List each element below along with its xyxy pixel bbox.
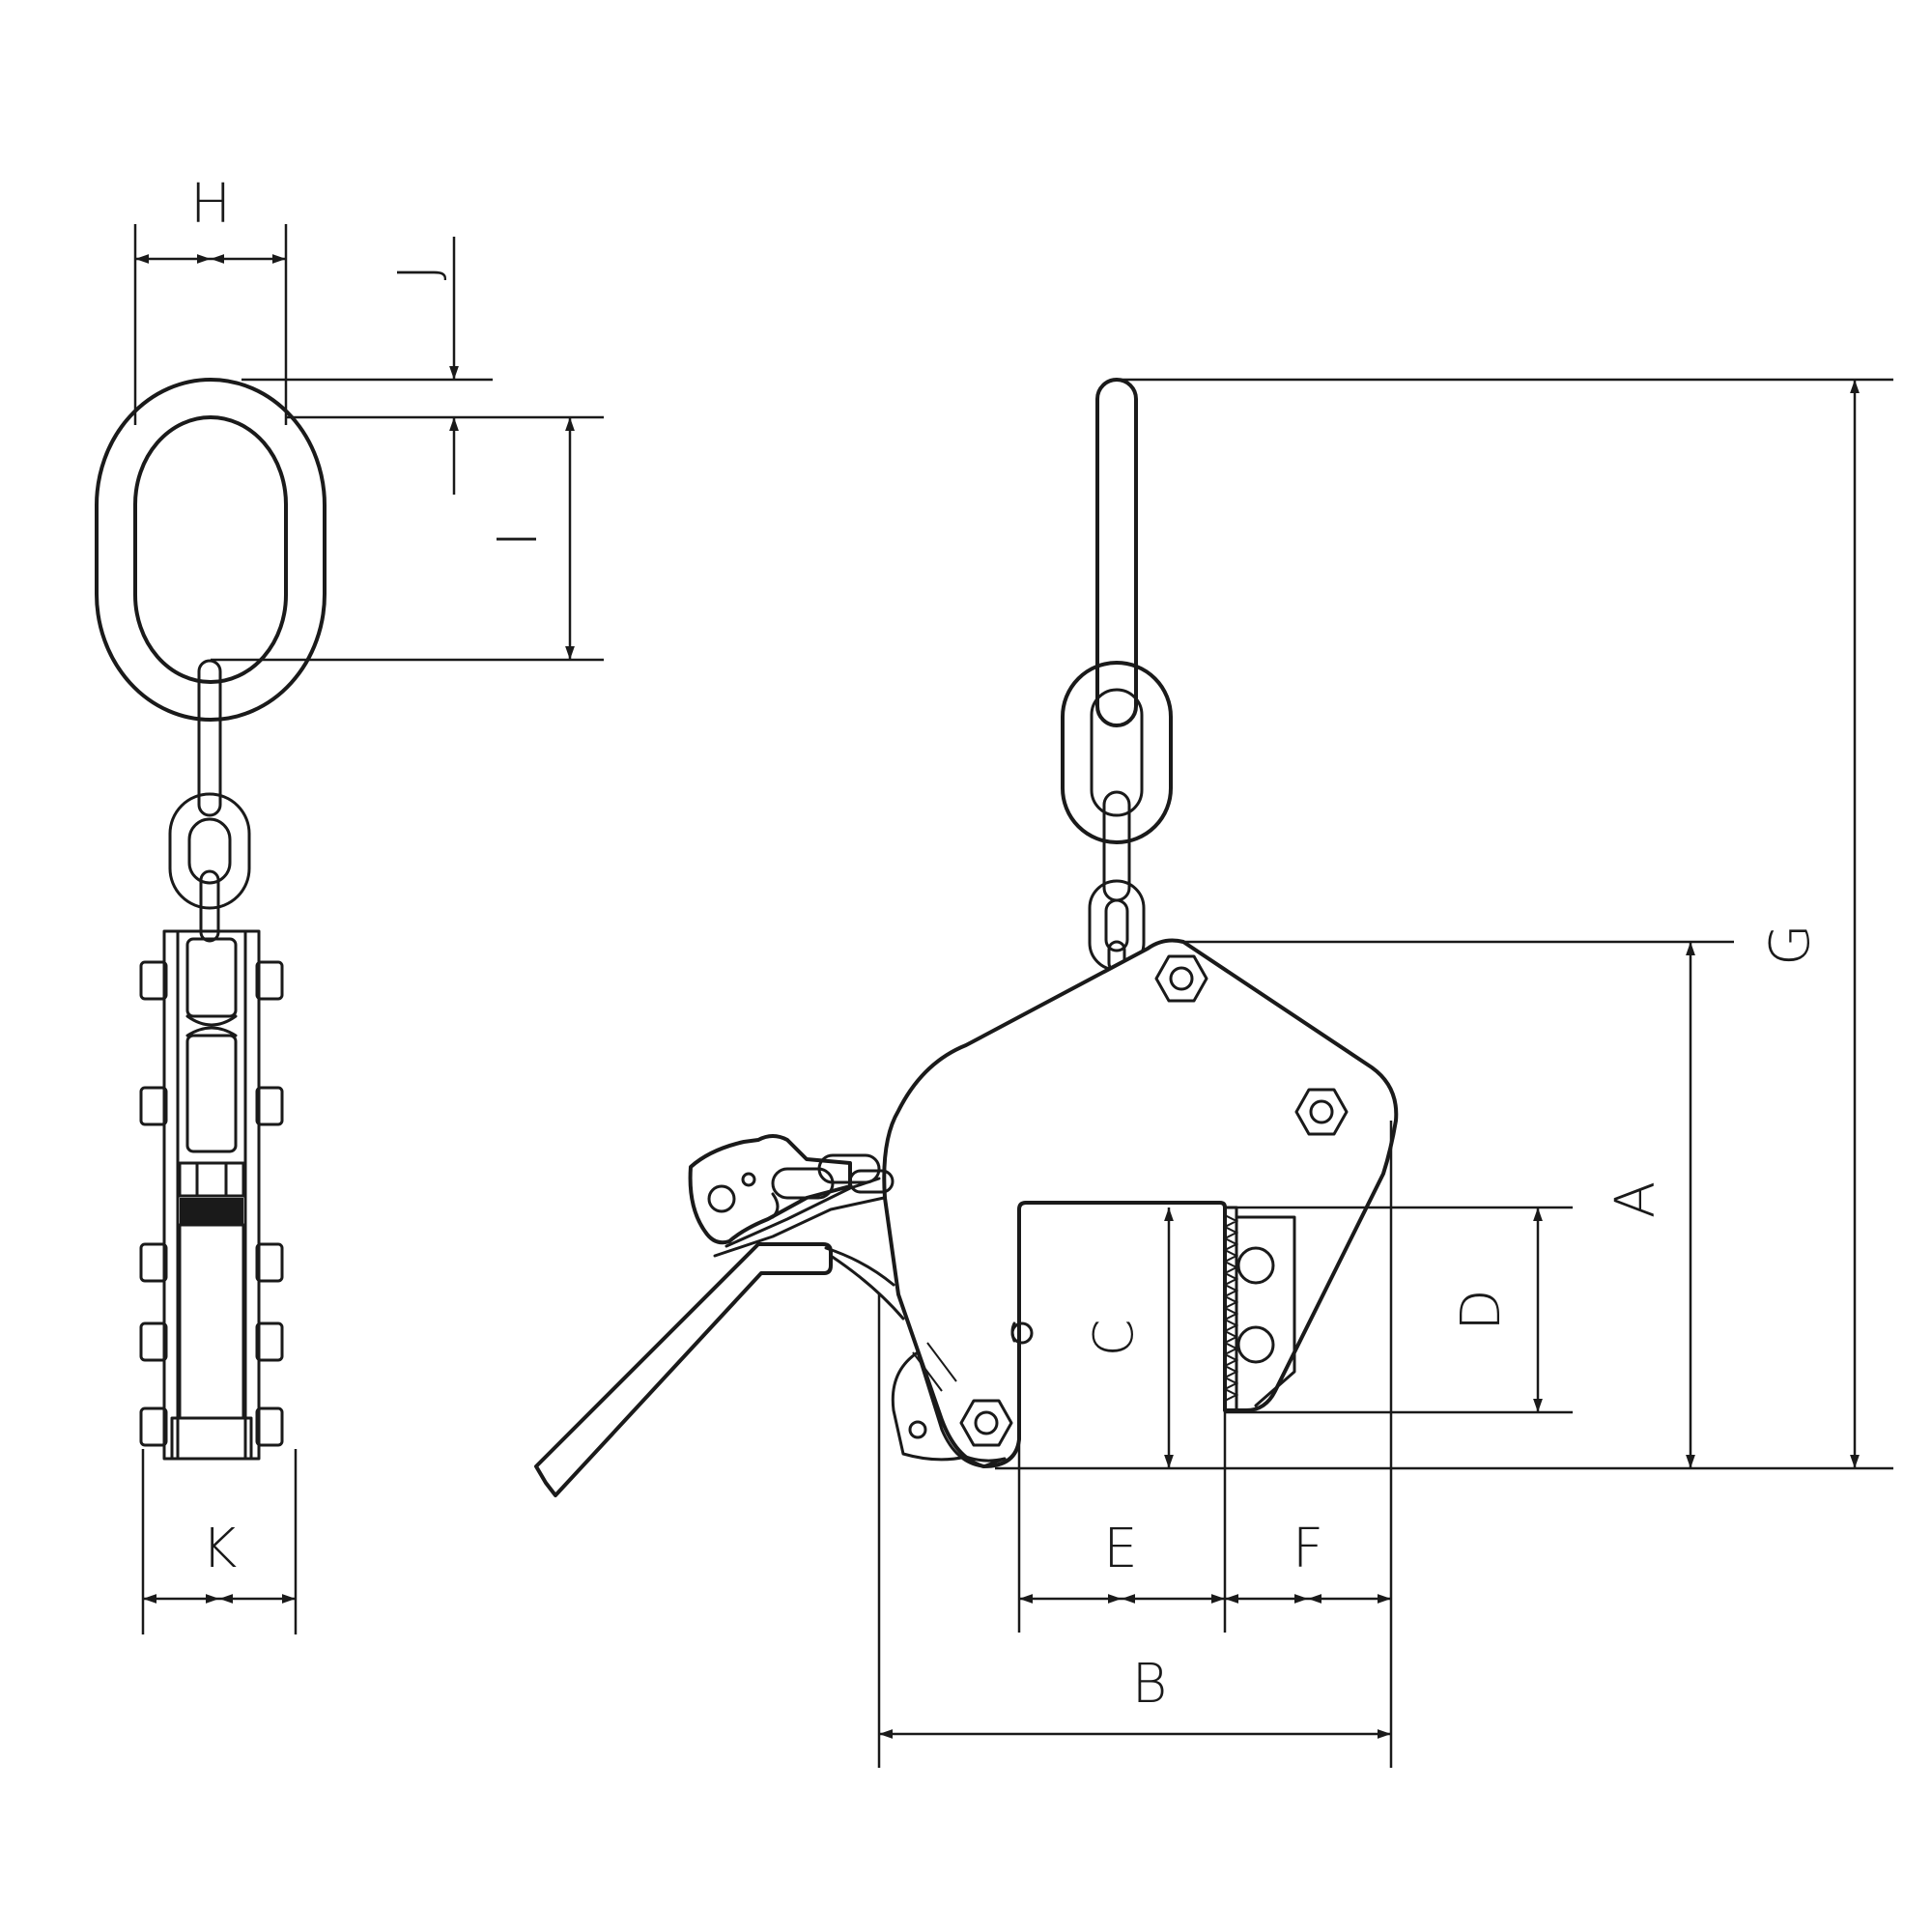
front-view: G A C D E	[534, 378, 1893, 1768]
dimension-c: C	[1083, 1208, 1174, 1468]
label-d: D	[1450, 1289, 1513, 1330]
label-g: G	[1759, 923, 1822, 965]
dimension-j: J	[242, 237, 604, 495]
top-link	[1095, 378, 1138, 727]
clamp-body	[882, 938, 1399, 1468]
clamp-side-body	[139, 929, 284, 1461]
label-f: F	[1293, 1518, 1323, 1580]
dimension-h: H	[133, 173, 288, 425]
dimension-g: G	[995, 378, 1893, 1470]
front-bolts	[959, 954, 1349, 1447]
label-k: K	[202, 1518, 238, 1580]
label-c: C	[1083, 1319, 1146, 1356]
dimension-f: F	[1225, 1518, 1391, 1604]
dimension-b: B	[879, 1653, 1391, 1739]
dimension-a: A	[1183, 940, 1734, 1468]
handle-lever[interactable]	[534, 1134, 905, 1497]
label-h: H	[190, 173, 231, 236]
dimension-d: D	[1225, 1206, 1573, 1414]
label-b: B	[1132, 1653, 1168, 1716]
side-chain	[168, 659, 251, 943]
label-i: I	[487, 531, 550, 548]
side-view: H J I K	[95, 173, 604, 1634]
dimension-e: E	[1019, 1518, 1225, 1604]
bolts	[139, 960, 284, 1447]
front-chain	[1088, 790, 1146, 973]
dimension-k: K	[141, 1449, 298, 1634]
label-e: E	[1103, 1518, 1137, 1580]
label-a: A	[1605, 1181, 1667, 1218]
oval-link	[1061, 661, 1173, 844]
dimension-i: I	[211, 417, 604, 662]
lock-bracket	[891, 1342, 1007, 1468]
label-j: J	[387, 265, 450, 281]
master-link	[95, 378, 327, 722]
